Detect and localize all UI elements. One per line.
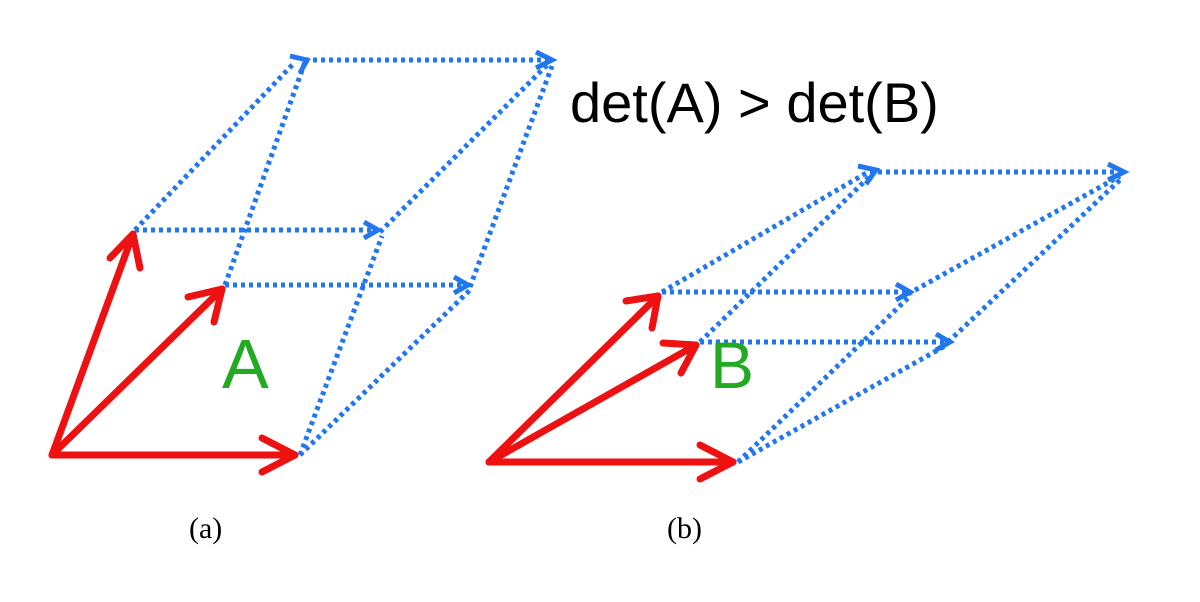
determinant-inequality: det(A) > det(B) (570, 71, 939, 134)
shape-label-b: B (710, 328, 754, 402)
basis-vector (48, 285, 226, 459)
arrowhead (857, 163, 881, 186)
basis-vector (48, 230, 137, 459)
edge (298, 288, 472, 457)
edge (906, 173, 1122, 297)
basis-vector (485, 341, 700, 466)
edge (133, 60, 297, 232)
arrowhead (534, 49, 558, 71)
panel-b-basis-vectors (485, 292, 737, 483)
basis-vector-head (258, 434, 299, 476)
edge (736, 296, 910, 464)
shape-label-a: A (222, 325, 269, 403)
panel-b-edge-arrowheads (857, 161, 1130, 353)
panel-b-edges (660, 169, 1124, 465)
panel-a-edges (133, 57, 555, 457)
arrowhead (894, 281, 916, 303)
edge (736, 343, 947, 465)
basis-vector-head (696, 441, 737, 483)
edge (660, 169, 870, 295)
edge (378, 62, 550, 234)
panel-b: B (b) (485, 161, 1130, 545)
panel-a-edge-arrowheads (289, 49, 558, 296)
caption-b: (b) (667, 512, 702, 545)
arrowhead (452, 274, 474, 296)
basis-vector (485, 292, 662, 466)
arrowhead (1106, 161, 1130, 183)
basis-vector-head (184, 285, 226, 326)
edge (698, 174, 872, 344)
panel-a-basis-vectors (48, 230, 299, 476)
edge (297, 235, 385, 456)
basis-vector-head (659, 339, 700, 377)
basis-vector-head (106, 230, 144, 272)
caption-a: (a) (189, 512, 222, 545)
arrowhead (362, 219, 384, 241)
arrowhead (934, 331, 956, 353)
panel-a: A (a) (48, 49, 558, 545)
arrowhead (289, 53, 311, 75)
basis-vector-head (622, 292, 662, 332)
